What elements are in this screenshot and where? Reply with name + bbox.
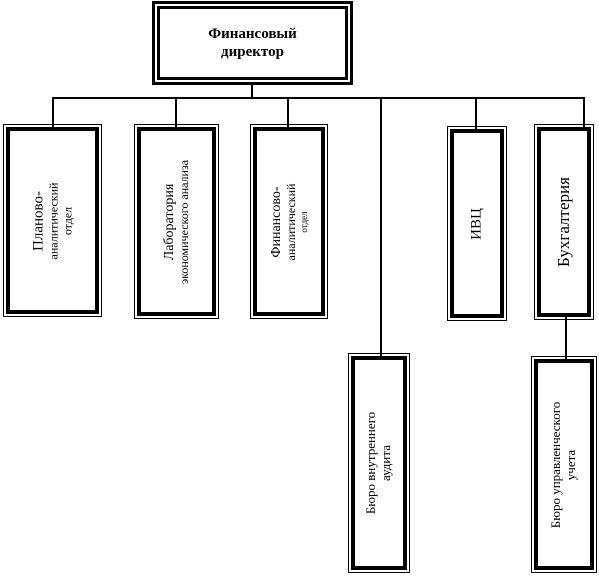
internal-audit-line1: Бюро внутреннего — [363, 411, 379, 515]
fin-analytic-line2: аналитический — [283, 183, 298, 260]
mgmt-accounting-bureau-box: Бюро управленческого учета — [531, 356, 597, 573]
lab-econ-analysis-label: Лаборатория экономического анализа — [162, 159, 192, 283]
accounting-label: Бухгалтерия — [554, 177, 574, 267]
connector-to-lab-econ — [175, 97, 177, 127]
plan-analytic-line2: аналитический — [46, 182, 61, 259]
plan-analytic-line1: Планово- — [30, 190, 47, 251]
financial-director-title: Финансовый директор — [160, 9, 345, 77]
connector-accounting-to-mgmt — [565, 317, 567, 359]
ivc-label: ИВЦ — [468, 208, 485, 240]
internal-audit-bureau-box: Бюро внутреннего аудита — [348, 353, 410, 573]
connector-to-accounting — [583, 97, 585, 127]
connector-to-fin-analytic — [287, 97, 289, 127]
fin-analytic-dept-box: Финансово- аналитический отдел — [250, 124, 328, 319]
ivc-label-text: ИВЦ — [468, 207, 485, 240]
ivc-box: ИВЦ — [447, 126, 507, 321]
connector-root-down — [251, 82, 253, 98]
accounting-box: Бухгалтерия — [534, 124, 594, 320]
lab-econ-line1: Лаборатория — [161, 183, 177, 260]
financial-director-title-line2: директор — [221, 44, 284, 60]
internal-audit-line2: аудита — [378, 445, 393, 481]
connector-to-internal-audit — [380, 97, 382, 356]
fin-analytic-line1: Финансово- — [268, 185, 284, 258]
plan-analytic-dept-label: Планово- аналитический отдел — [30, 182, 75, 259]
fin-analytic-dept-label: Финансово- аналитический отдел — [269, 183, 309, 260]
connector-to-ivc — [475, 97, 477, 129]
plan-analytic-dept-box: Планово- аналитический отдел — [3, 124, 102, 317]
connector-to-plan-analytic — [52, 97, 54, 127]
mgmt-accounting-line1: Бюро управленческого — [548, 401, 564, 528]
financial-director-box: Финансовый директор — [152, 1, 353, 85]
financial-director-title-line1: Финансовый — [208, 26, 297, 42]
accounting-label-text: Бухгалтерия — [554, 177, 574, 267]
fin-analytic-line3: отдел — [298, 210, 309, 233]
connector-horizontal-bus — [52, 97, 585, 99]
lab-econ-line2: экономического анализа — [176, 159, 191, 284]
lab-econ-analysis-box: Лаборатория экономического анализа — [134, 124, 219, 319]
plan-analytic-line3: отдел — [60, 206, 75, 235]
internal-audit-bureau-label: Бюро внутреннего аудита — [363, 411, 394, 515]
mgmt-accounting-bureau-label: Бюро управленческого учета — [548, 401, 579, 528]
mgmt-accounting-line2: учета — [563, 449, 578, 480]
